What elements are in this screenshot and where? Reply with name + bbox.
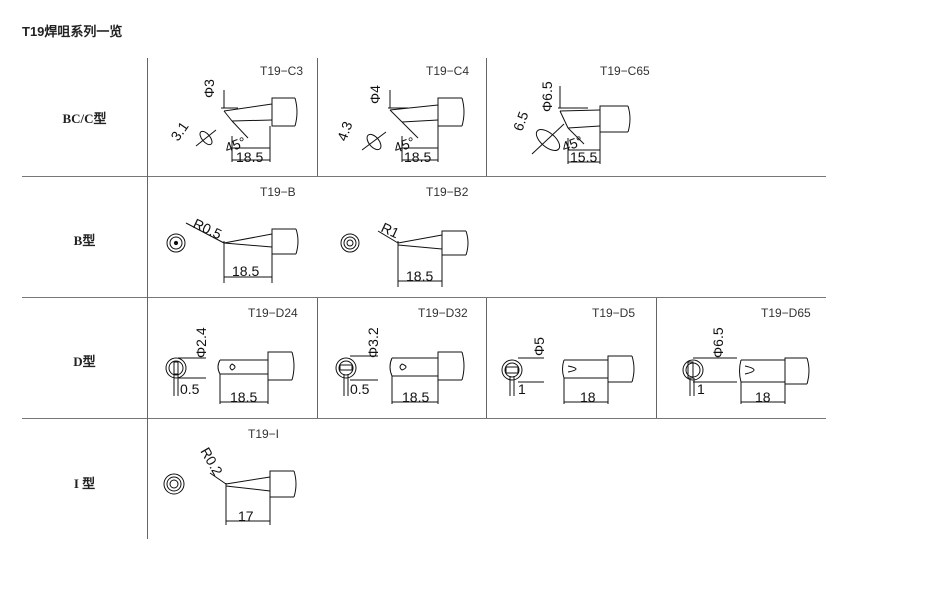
tip-thickness-label: 0.5 [180, 381, 200, 397]
tip-cell-b: T19−B R0.5 18.5 [148, 179, 317, 299]
cell-divider [656, 298, 657, 418]
tip-diameter-label: Φ3 [201, 79, 217, 98]
tip-length-label: 18.5 [402, 389, 429, 405]
tip-drawing-b2: R1 18.5 [340, 219, 469, 287]
tip-drawing-c3: Φ3 3.1 45° 18.5 [167, 79, 298, 165]
tip-face-label: 6.5 [510, 109, 532, 133]
tip-width-label: Φ5 [531, 337, 547, 356]
tip-drawing-d32: Φ3.2 0.5 18.5 [335, 327, 465, 405]
tip-drawing-i: R0.2 17 [163, 445, 297, 525]
tip-cell-i: T19−I R0.2 17 [148, 421, 317, 541]
tip-drawing-d5: Φ5 1 18 [501, 337, 635, 405]
tip-model: T19−C3 [260, 64, 304, 78]
tip-width-label: Φ3.2 [365, 327, 381, 358]
tip-cell-c65: T19−C65 Φ6.5 6.5 45° 15.5 [488, 58, 657, 178]
tip-thickness-label: 1 [697, 381, 705, 397]
tip-cell-c3: T19−C3 Φ3 3.1 45° 18.5 [148, 58, 317, 178]
tip-angle-label: 45° [560, 133, 585, 155]
row-label-b: B型 [73, 233, 96, 248]
tip-width-label: Φ6.5 [710, 327, 726, 358]
tip-model: T19−D65 [761, 306, 811, 320]
tip-angle-label: 45° [223, 134, 248, 156]
page-title: T19焊咀系列一览 [22, 24, 123, 39]
tip-cell-d32: T19−D32 Φ3.2 0.5 18 [318, 300, 487, 420]
tip-width-label: Φ2.4 [193, 327, 209, 358]
tip-drawing-d65: Φ6.5 1 18 [682, 327, 810, 405]
tip-cell-c4: T19−C4 Φ4 4.3 45° 18.5 [318, 58, 487, 178]
row-divider [22, 176, 826, 177]
row-label-i: I 型 [73, 476, 96, 491]
tip-cell-d65: T19−D65 Φ6.5 1 18 [657, 300, 826, 420]
row-divider [22, 418, 826, 419]
tip-length-label: 17 [238, 508, 254, 524]
tip-length-label: 18.5 [236, 149, 263, 165]
tip-model: T19−C65 [600, 64, 650, 78]
tip-length-label: 18.5 [404, 149, 431, 165]
tip-face-label: 4.3 [334, 119, 356, 143]
tip-diameter-label: Φ4 [367, 85, 383, 104]
tip-length-label: 18.5 [232, 263, 259, 279]
tip-length-label: 18.5 [230, 389, 257, 405]
tip-model: T19−B2 [426, 185, 469, 199]
tip-model: T19−I [248, 427, 280, 441]
row-label-d: D型 [73, 354, 96, 369]
tip-length-label: 18 [755, 389, 771, 405]
tip-model: T19−D5 [592, 306, 636, 320]
label-column-divider [147, 58, 148, 539]
tip-drawing-d24: Φ2.4 0.5 18.5 [165, 327, 295, 405]
tip-drawing-c65: Φ6.5 6.5 45° 15.5 [510, 81, 631, 165]
tip-model: T19−B [260, 185, 296, 199]
cell-divider [486, 298, 487, 418]
tip-radius-label: R0.5 [191, 215, 225, 242]
tip-radius-label: R0.2 [197, 445, 226, 479]
tip-diameter-label: Φ6.5 [539, 81, 555, 112]
tip-face-label: 3.1 [167, 118, 191, 143]
tip-cell-d24: T19−D24 Φ2.4 0.5 18 [148, 300, 317, 420]
tip-cell-b2: T19−B2 R1 18.5 [318, 179, 487, 299]
tip-length-label: 18.5 [406, 268, 433, 284]
row-divider [22, 297, 826, 298]
tip-model: T19−C4 [426, 64, 470, 78]
tip-length-label: 15.5 [570, 149, 597, 165]
tip-radius-label: R1 [379, 219, 402, 241]
tip-thickness-label: 0.5 [350, 381, 370, 397]
tip-angle-label: 45° [392, 134, 417, 156]
tip-drawing-b: R0.5 18.5 [166, 215, 299, 283]
tip-length-label: 18 [580, 389, 596, 405]
tip-drawing-c4: Φ4 4.3 45° 18.5 [334, 85, 465, 165]
tip-thickness-label: 1 [518, 381, 526, 397]
tip-model: T19−D32 [418, 306, 468, 320]
tips-table: BC/C型 B型 D型 I 型 T19−C3 Φ3 [22, 58, 826, 539]
cell-divider [317, 298, 318, 418]
row-label-bc-c: BC/C型 [62, 111, 107, 126]
tip-cell-d5: T19−D5 Φ5 1 18 [488, 300, 657, 420]
cell-divider [486, 58, 487, 176]
cell-divider [317, 58, 318, 176]
tip-model: T19−D24 [248, 306, 298, 320]
